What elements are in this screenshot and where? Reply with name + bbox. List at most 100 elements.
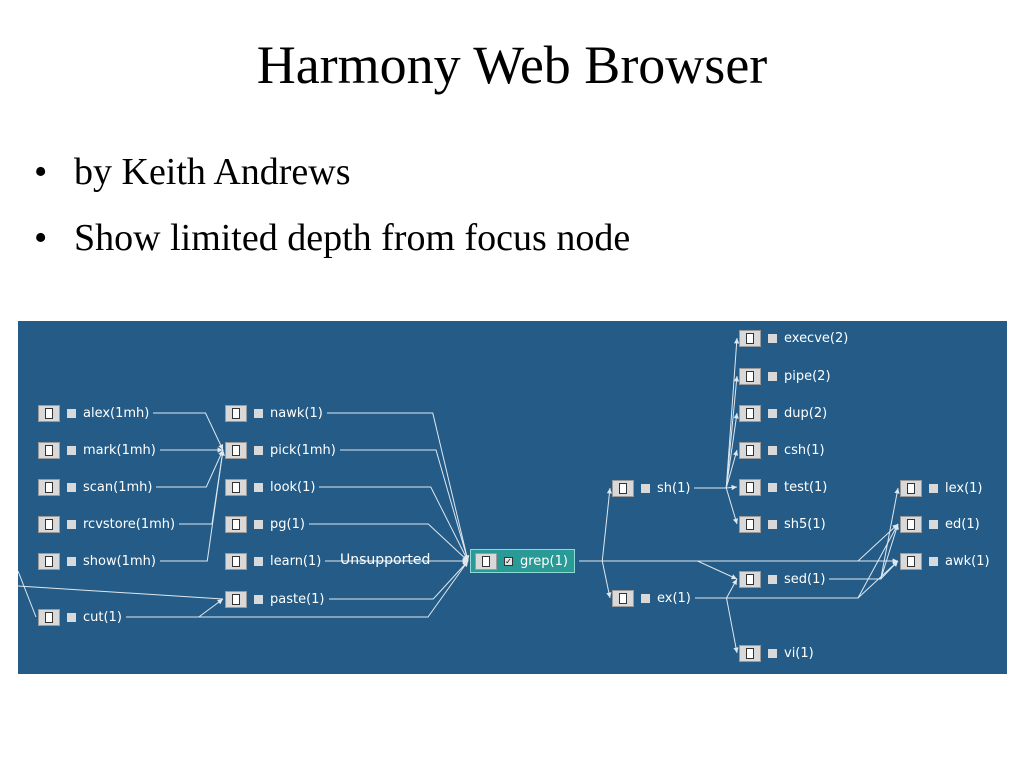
edge-sh-sh5: [694, 487, 738, 525]
edge-arrowhead: [606, 592, 612, 598]
square-icon: [67, 612, 76, 622]
edge-arrowhead: [217, 599, 223, 605]
graph-node-learn[interactable]: learn(1): [225, 551, 321, 571]
edge-arrowhead: [217, 447, 223, 453]
graph-node-pipe[interactable]: pipe(2): [739, 366, 831, 386]
square-icon: [641, 593, 650, 603]
graph-node-cut[interactable]: cut(1): [38, 607, 122, 627]
bullet-item: •by Keith Andrews: [34, 148, 630, 214]
edge-ex-vi: [695, 597, 738, 654]
graph-node-sh[interactable]: sh(1): [612, 478, 690, 498]
node-label: test(1): [784, 479, 828, 495]
node-label: dup(2): [784, 405, 828, 421]
document-icon: [38, 478, 60, 496]
graph-node-ex[interactable]: ex(1): [612, 588, 691, 608]
graph-node-sed[interactable]: sed(1): [739, 569, 825, 589]
square-icon: [67, 482, 76, 492]
graph-node-mark[interactable]: mark(1mh): [38, 440, 156, 460]
document-icon: [739, 441, 761, 459]
square-icon: [67, 408, 76, 418]
document-icon: [739, 570, 761, 588]
graph-edges: [18, 337, 900, 654]
square-icon: [254, 445, 263, 455]
graph-node-csh[interactable]: csh(1): [739, 440, 825, 460]
edge-arrowhead: [733, 413, 739, 419]
edge-arrowhead: [893, 524, 899, 530]
graph-node-nawk[interactable]: nawk(1): [225, 403, 323, 423]
checked-box-icon: ✓: [504, 556, 513, 566]
square-icon: [768, 445, 777, 455]
document-icon: [38, 552, 60, 570]
document-icon: [38, 608, 60, 626]
square-icon: [929, 519, 938, 529]
square-icon: [67, 445, 76, 455]
graph-node-pick[interactable]: pick(1mh): [225, 440, 336, 460]
node-label: look(1): [270, 479, 316, 495]
graph-node-paste[interactable]: paste(1): [225, 589, 325, 609]
graph-node-alex[interactable]: alex(1mh): [38, 403, 149, 423]
node-label: csh(1): [784, 442, 825, 458]
node-label: sh5(1): [784, 516, 826, 532]
graph-node-pg[interactable]: pg(1): [225, 514, 305, 534]
graph-node-test[interactable]: test(1): [739, 477, 827, 497]
graph-node-look[interactable]: look(1): [225, 477, 315, 497]
edge-offscreen: [18, 570, 37, 618]
edge-paste-grep: [329, 560, 469, 600]
graph-node-sh5[interactable]: sh5(1): [739, 514, 826, 534]
document-icon: [225, 590, 247, 608]
edge-arrowhead: [733, 376, 740, 382]
node-label: execve(2): [784, 330, 849, 346]
node-label: rcvstore(1mh): [83, 516, 176, 532]
graph-node-execve[interactable]: execve(2): [739, 328, 848, 348]
document-icon: [38, 515, 60, 533]
square-icon: [929, 556, 938, 566]
document-icon: [739, 367, 761, 385]
graph-node-scan[interactable]: scan(1mh): [38, 477, 152, 497]
graph-node-show[interactable]: show(1mh): [38, 551, 156, 571]
square-icon: [768, 371, 777, 381]
node-label: scan(1mh): [83, 479, 153, 495]
graph-node-vi[interactable]: vi(1): [739, 643, 814, 663]
document-icon: [225, 478, 247, 496]
edge-grep-sh: [579, 487, 611, 562]
square-icon: [768, 519, 777, 529]
edge-arrowhead: [462, 561, 468, 567]
edge-ex-sed: [695, 578, 738, 599]
document-icon: [739, 329, 761, 347]
square-icon: [768, 482, 777, 492]
edge-sed-awk: [829, 560, 899, 580]
document-icon: [612, 589, 634, 607]
bullet-dot: •: [34, 217, 48, 259]
harmony-graph-view[interactable]: Unsupported alex(1mh)mark(1mh)scan(1mh)r…: [18, 321, 1007, 674]
edge-arrowhead: [894, 488, 900, 494]
edge-arrowhead: [731, 484, 737, 491]
document-icon: [739, 478, 761, 496]
edge-look-grep: [319, 486, 469, 562]
edge-arrowhead: [219, 450, 225, 456]
graph-node-dup[interactable]: dup(2): [739, 403, 827, 423]
square-icon: [67, 519, 76, 529]
graph-node-ed[interactable]: ed(1): [900, 514, 980, 534]
edge-arrowhead: [732, 518, 738, 524]
edge-grep-ed: [579, 523, 899, 562]
node-label: awk(1): [945, 553, 990, 569]
graph-node-awk[interactable]: awk(1): [900, 551, 990, 571]
document-icon: [38, 441, 60, 459]
square-icon: [254, 408, 263, 418]
node-label: paste(1): [270, 591, 325, 607]
graph-node-rcvstore[interactable]: rcvstore(1mh): [38, 514, 175, 534]
square-icon: [768, 408, 777, 418]
node-label: mark(1mh): [83, 442, 156, 458]
node-label: grep(1): [520, 553, 568, 569]
node-label: lex(1): [945, 480, 983, 496]
graph-node-lex[interactable]: lex(1): [900, 478, 983, 498]
edge-offscreen: [18, 585, 224, 600]
edge-alex-pick: [153, 412, 224, 451]
document-icon: [739, 404, 761, 422]
square-icon: [254, 594, 263, 604]
node-label: cut(1): [83, 609, 122, 625]
graph-node-grep[interactable]: ✓ grep(1): [470, 549, 575, 573]
edge-arrowhead: [733, 647, 739, 653]
square-icon: [768, 333, 777, 343]
edge-arrowhead: [606, 488, 613, 494]
